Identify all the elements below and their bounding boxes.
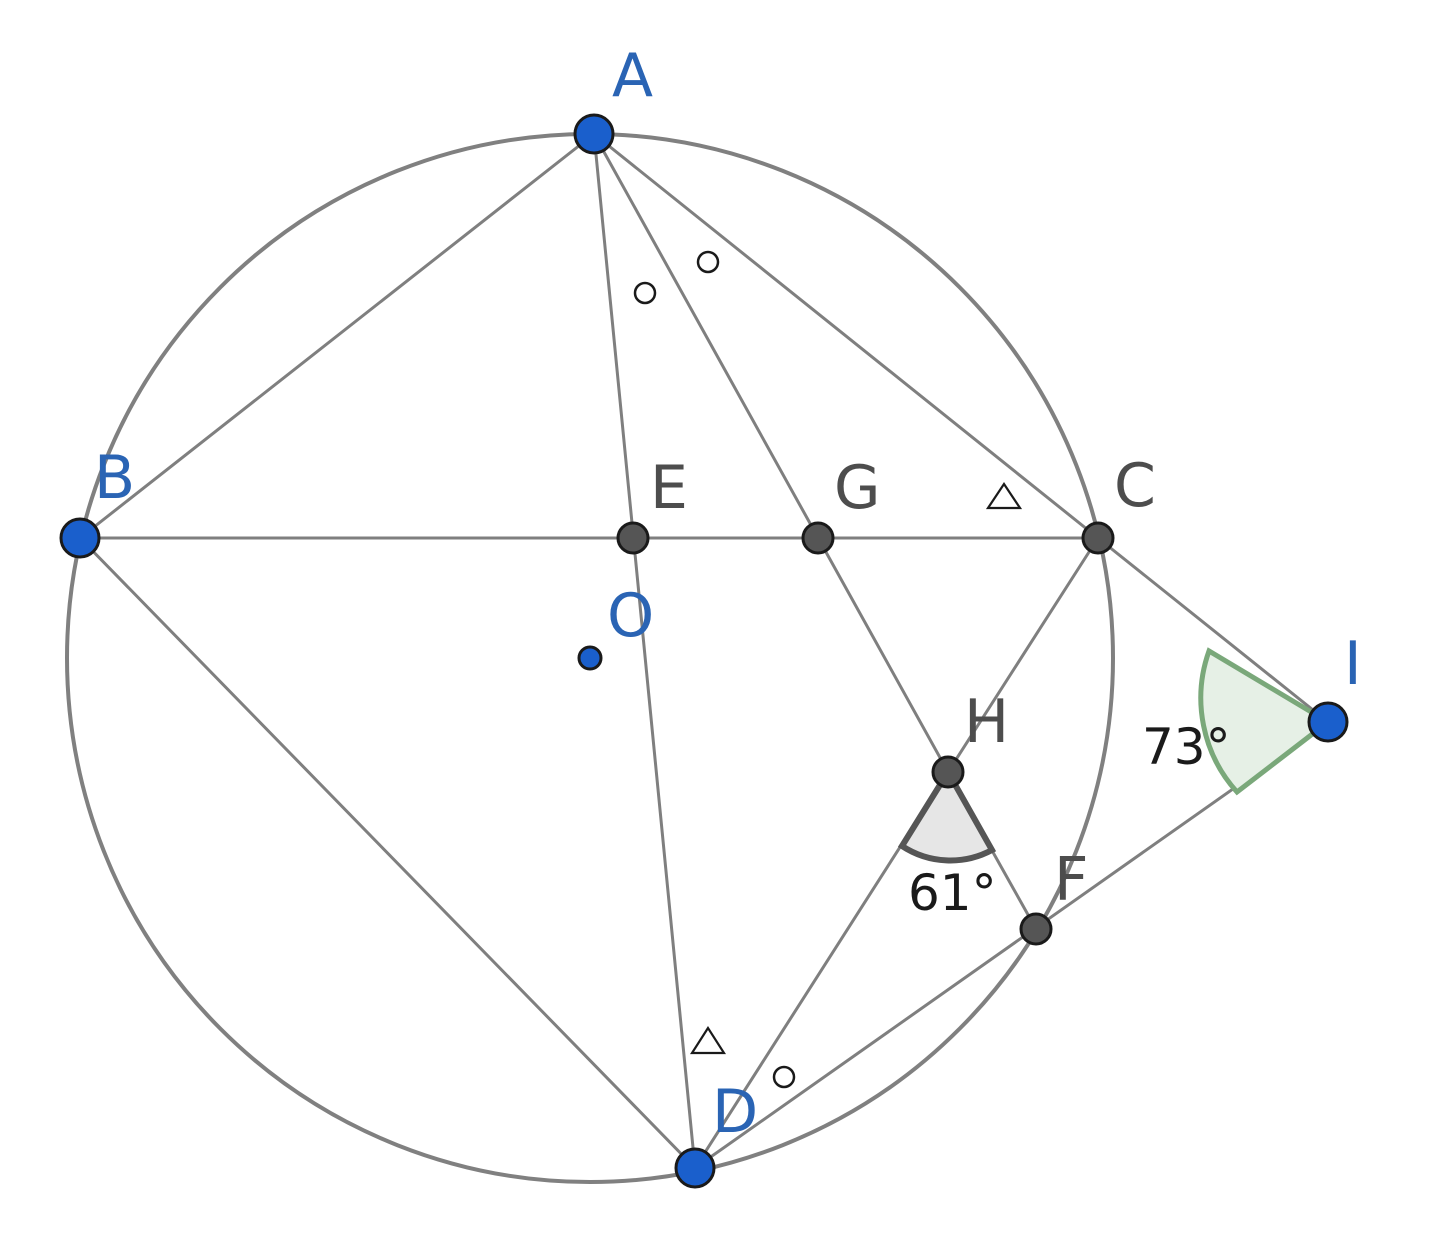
circle-mark-dag [633,281,657,305]
circle-mark-fdh [772,1065,796,1089]
point-e[interactable] [616,521,650,555]
segment-ch [946,536,1100,774]
label-b: B [94,443,135,513]
point-b[interactable] [59,517,101,559]
point-i[interactable] [1307,701,1349,743]
label-o: O [607,581,654,651]
label-h: H [964,687,1009,757]
angle-label-h: 61° [908,864,997,922]
label-e: E [650,453,688,523]
label-a: A [612,41,653,111]
segment-di [693,720,1330,1170]
label-i: I [1344,629,1362,699]
segment-ah [592,132,950,774]
angle-sector-i [1198,647,1333,796]
point-labels: A B C D E F G H I O [94,41,1362,1147]
circle-mark-gac [696,250,720,274]
point-a[interactable] [573,113,615,155]
points [59,113,1349,1189]
label-g: G [834,453,881,523]
segment-ad [592,132,697,1170]
point-o[interactable] [577,645,603,671]
segment-ab [78,132,596,540]
point-f[interactable] [1019,912,1053,946]
triangle-mark-adc [689,1025,727,1055]
label-c: C [1114,451,1156,521]
label-d: D [712,1077,758,1147]
angle-sector-h [897,766,997,864]
angle-marks [633,250,1023,1089]
point-h[interactable] [931,755,965,789]
segment-ci [1096,536,1330,724]
point-c[interactable] [1081,521,1115,555]
segment-bd [78,536,697,1170]
triangle-mark-gca [985,482,1023,510]
segments [78,132,1330,1170]
point-d[interactable] [674,1147,716,1189]
angle-label-i: 73° [1142,718,1231,776]
segment-ac [592,132,1100,540]
label-f: F [1054,845,1089,915]
point-g[interactable] [801,521,835,555]
